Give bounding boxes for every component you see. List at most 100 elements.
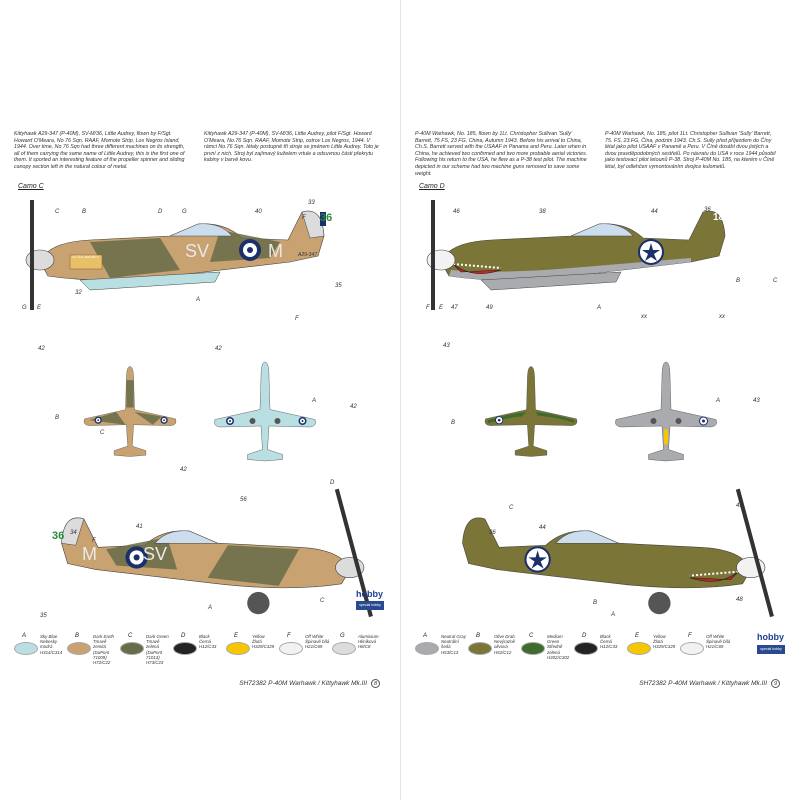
paint-color-oval	[680, 642, 704, 655]
paint-color-oval	[14, 642, 38, 655]
callout: A	[716, 398, 721, 404]
paint-color-oval	[279, 642, 303, 655]
swatch-letter: A	[22, 633, 27, 639]
color-name: Sky Blue	[40, 634, 58, 639]
paint-code: H12/C33	[199, 644, 217, 650]
paint-color-oval	[226, 642, 250, 655]
color-name: Yellow	[653, 634, 666, 639]
callout: A	[196, 297, 201, 303]
callout: 42	[350, 404, 357, 410]
paint-color-oval	[332, 642, 356, 655]
callout: 35	[335, 283, 342, 289]
callout: B	[451, 420, 456, 426]
callout: 46	[453, 209, 460, 215]
aircraft-side-view-starboard	[462, 488, 774, 618]
color-name-cz: Nevýrazně olivová	[494, 639, 515, 650]
nose-art: LITTLE AUDREY	[72, 255, 99, 259]
page-number: 9	[771, 679, 780, 688]
callout: 41	[136, 524, 143, 530]
color-name-cz: Tmavě zelená (DuPont 71013) H73/C23	[146, 639, 164, 666]
callout: 42	[38, 346, 45, 352]
callout: 43	[753, 398, 760, 404]
swatch-letter: D	[582, 633, 587, 639]
camo-title: Camo D	[419, 183, 445, 190]
callout: xx	[719, 314, 725, 320]
paint-code: H12/C33	[600, 644, 618, 650]
callout: 44	[539, 525, 546, 531]
footer-title: SH72382 P-40M Warhawk / Kittyhawk Mk.III	[639, 680, 767, 687]
color-name: Medium Green	[547, 634, 563, 645]
callout: B	[593, 600, 598, 606]
callout: G	[182, 209, 187, 215]
swatch-letter: C	[529, 633, 534, 639]
swatch-letter: F	[688, 633, 692, 639]
callout: 49	[486, 305, 493, 311]
callout: C	[100, 430, 105, 436]
callout: 38	[539, 209, 546, 215]
camo-title: Camo C	[18, 183, 44, 190]
aircraft-top-view	[484, 366, 578, 457]
callout: A	[312, 398, 317, 404]
swatch-letter: B	[75, 633, 80, 639]
color-name-cz: Neutrální šedá	[441, 639, 459, 650]
callout: F	[92, 538, 96, 544]
color-name-cz: Středně zelená	[547, 644, 563, 655]
paint-color-oval	[521, 642, 545, 655]
callout: A	[611, 612, 616, 618]
color-name-cz: Černá	[600, 639, 612, 645]
callout: B	[55, 415, 60, 421]
color-name: Neutral Gray	[441, 634, 466, 639]
description-cz: P-40M Warhawk, No. 185, pilot 1Lt. Chris…	[605, 131, 776, 170]
callout: 43	[443, 343, 450, 349]
color-name-cz: Špinavě bílá	[706, 639, 731, 645]
callout: 47	[451, 305, 458, 311]
serial-number: A29-347	[298, 252, 317, 258]
callout: 33	[308, 200, 315, 206]
callout: F	[302, 215, 306, 221]
aircraft-bottom-view	[615, 361, 717, 462]
tail-number: 185	[713, 212, 730, 223]
callout: 45	[736, 503, 743, 509]
callout: E	[439, 305, 444, 311]
callout: F	[295, 316, 299, 322]
brand-logo: hobby	[356, 589, 383, 599]
callout: C	[55, 209, 60, 215]
paint-color-oval	[574, 642, 598, 655]
callout: xx	[641, 314, 647, 320]
squadron-code-starboard: SV	[143, 544, 168, 564]
callout: 48	[736, 597, 743, 603]
callout: A	[208, 605, 213, 611]
description-cz: Kittyhawk A29-347 (P-40M), SV-M/36, Litt…	[204, 131, 379, 164]
brand-sublogo: special hobby	[356, 601, 384, 610]
aircraft-side-view	[25, 200, 326, 310]
color-name: Yellow	[252, 634, 265, 639]
color-name-cz: Žlutá	[653, 639, 663, 645]
callout: D	[330, 480, 335, 486]
paint-code: H302/C302	[547, 654, 570, 660]
callout: G	[22, 305, 27, 311]
squadron-code: SV	[185, 241, 210, 261]
tail-number-starboard: 185	[439, 560, 456, 571]
aircraft-letter-starboard: M	[82, 544, 97, 564]
left-page: Kittyhawk A29-347 (P-40M), SV-M/36, Litt…	[14, 131, 384, 688]
callout: 44	[651, 209, 658, 215]
aircraft-top-view	[83, 366, 177, 457]
aircraft-side-view-starboard	[61, 488, 373, 618]
right-page: P-40M Warhawk, No. 185, flown by 1Lt. Ch…	[400, 0, 800, 800]
color-name: Olive Drab	[494, 634, 515, 639]
callout: 35	[40, 613, 47, 619]
color-name: Black	[199, 634, 210, 639]
